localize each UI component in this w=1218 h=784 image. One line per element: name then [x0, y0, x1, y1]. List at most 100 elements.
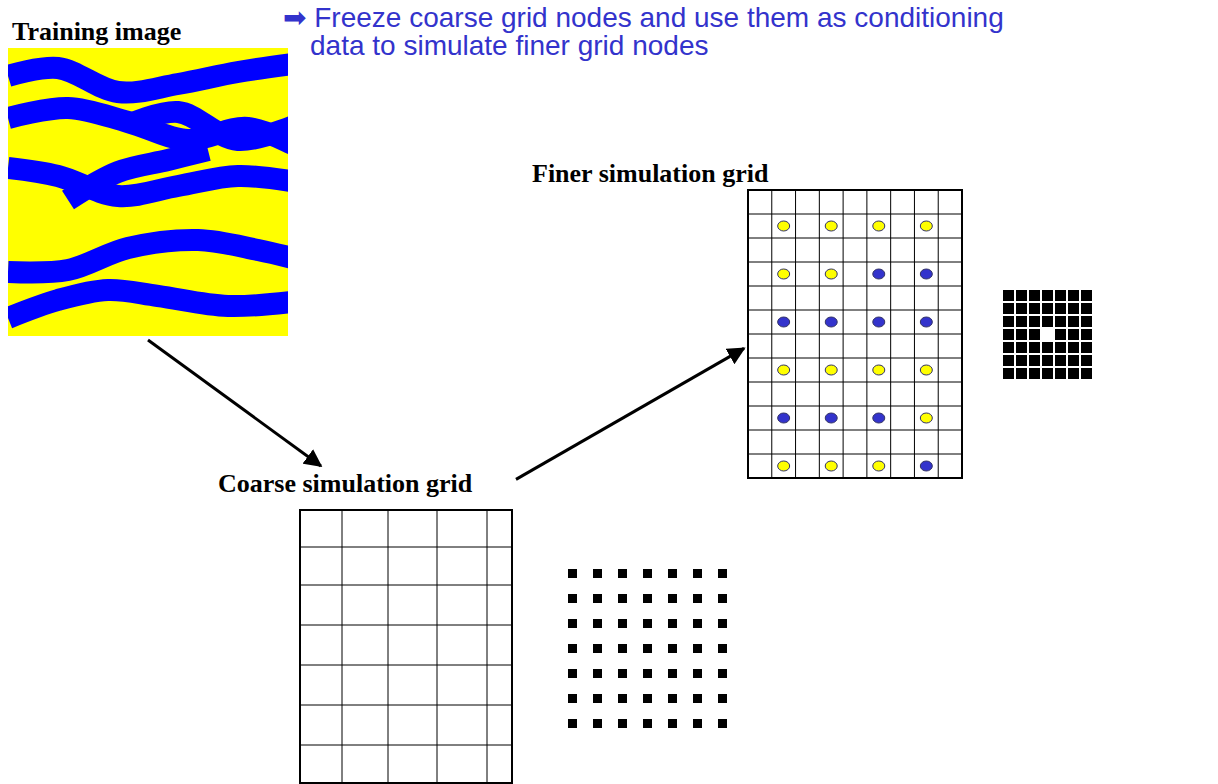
- template-cell: [618, 569, 627, 578]
- template-cell: [693, 569, 702, 578]
- coarse-grid: [300, 510, 512, 784]
- channel: [8, 240, 288, 273]
- template-cell: [1016, 355, 1027, 366]
- simulated-node: [920, 221, 932, 231]
- template-cell: [593, 569, 602, 578]
- simulated-node: [778, 365, 790, 375]
- template-cell: [1068, 355, 1079, 366]
- template-cell: [593, 669, 602, 678]
- template-cell: [1016, 342, 1027, 353]
- template-cell: [693, 719, 702, 728]
- template-cell: [1042, 303, 1053, 314]
- template-cell: [1042, 368, 1053, 379]
- simulated-node: [778, 269, 790, 279]
- template-cell: [1068, 368, 1079, 379]
- simulated-node: [920, 317, 932, 327]
- simulated-node: [920, 269, 932, 279]
- simulated-node: [825, 221, 837, 231]
- grid-line: [300, 665, 512, 666]
- template-cell: [718, 719, 727, 728]
- template-cell: [668, 719, 677, 728]
- grid-panel: Training image: [8, 48, 288, 336]
- template-cell: [718, 669, 727, 678]
- template-cell: [1016, 316, 1027, 327]
- template-cell: [593, 619, 602, 628]
- panel-heading: Finer simulation grid: [532, 160, 768, 189]
- training-image: [8, 48, 308, 336]
- template-cell: [643, 694, 652, 703]
- simulated-node: [778, 413, 790, 423]
- grid-line: [748, 358, 962, 359]
- template-cell: [693, 619, 702, 628]
- grid-line: [388, 510, 389, 784]
- simulated-node: [873, 269, 885, 279]
- simulated-node: [825, 461, 837, 471]
- template-cell: [668, 669, 677, 678]
- template-cell: [1016, 329, 1027, 340]
- template-cell: [1003, 342, 1014, 353]
- template-cell: [1055, 368, 1066, 379]
- template-cell: [693, 694, 702, 703]
- grid-line: [748, 286, 962, 287]
- template-cell: [593, 594, 602, 603]
- template-cell: [1029, 368, 1040, 379]
- template-cell: [1068, 303, 1079, 314]
- template-cell: [1029, 329, 1040, 340]
- grid-line: [748, 406, 962, 407]
- bullet-note: ➡ Freeze coarse grid nodes and use them …: [283, 4, 1053, 60]
- template-cell: [568, 719, 577, 728]
- template-cell: [718, 569, 727, 578]
- template-cell: [618, 619, 627, 628]
- template-cell: [643, 619, 652, 628]
- template-cell: [693, 644, 702, 653]
- template-cell: [618, 644, 627, 653]
- template-cell: [618, 694, 627, 703]
- template-cell: [568, 694, 577, 703]
- template-cell: [693, 594, 702, 603]
- simulated-node: [825, 413, 837, 423]
- template-cell: [1042, 329, 1053, 340]
- simulated-node: [873, 365, 885, 375]
- channel: [128, 112, 288, 140]
- template-cell: [643, 669, 652, 678]
- simulated-node: [778, 221, 790, 231]
- template-cell: [1029, 355, 1040, 366]
- channel: [8, 290, 288, 318]
- simulated-node: [778, 461, 790, 471]
- template-cell: [593, 719, 602, 728]
- template-cell: [643, 719, 652, 728]
- fine-template: [1003, 290, 1092, 379]
- grid-line: [748, 214, 962, 215]
- template-cell: [1068, 329, 1079, 340]
- template-cell: [718, 594, 727, 603]
- template-cell: [1081, 290, 1092, 301]
- simulated-node: [825, 269, 837, 279]
- simulated-node: [825, 317, 837, 327]
- grid-panel: Finer simulation grid: [748, 190, 962, 478]
- template-cell: [568, 594, 577, 603]
- template-cell: [1055, 355, 1066, 366]
- template-cell: [1029, 303, 1040, 314]
- template-cell: [1055, 316, 1066, 327]
- grid-line: [748, 334, 962, 335]
- simulated-node: [873, 461, 885, 471]
- grid-panel: Coarse simulation grid: [218, 470, 512, 784]
- template-cell: [568, 669, 577, 678]
- grid-line: [300, 585, 512, 586]
- grid-line: [748, 262, 962, 263]
- template-cell: [718, 694, 727, 703]
- template-cell: [1081, 342, 1092, 353]
- grid-line: [300, 547, 512, 548]
- grid-line: [748, 238, 962, 239]
- template-cell: [1042, 355, 1053, 366]
- grid-border: [748, 190, 962, 478]
- template-cell: [618, 669, 627, 678]
- simulated-node: [920, 365, 932, 375]
- template-cell: [1003, 329, 1014, 340]
- template-cell: [1081, 368, 1092, 379]
- channel: [8, 108, 288, 152]
- simulated-node: [873, 317, 885, 327]
- grid-line: [748, 430, 962, 431]
